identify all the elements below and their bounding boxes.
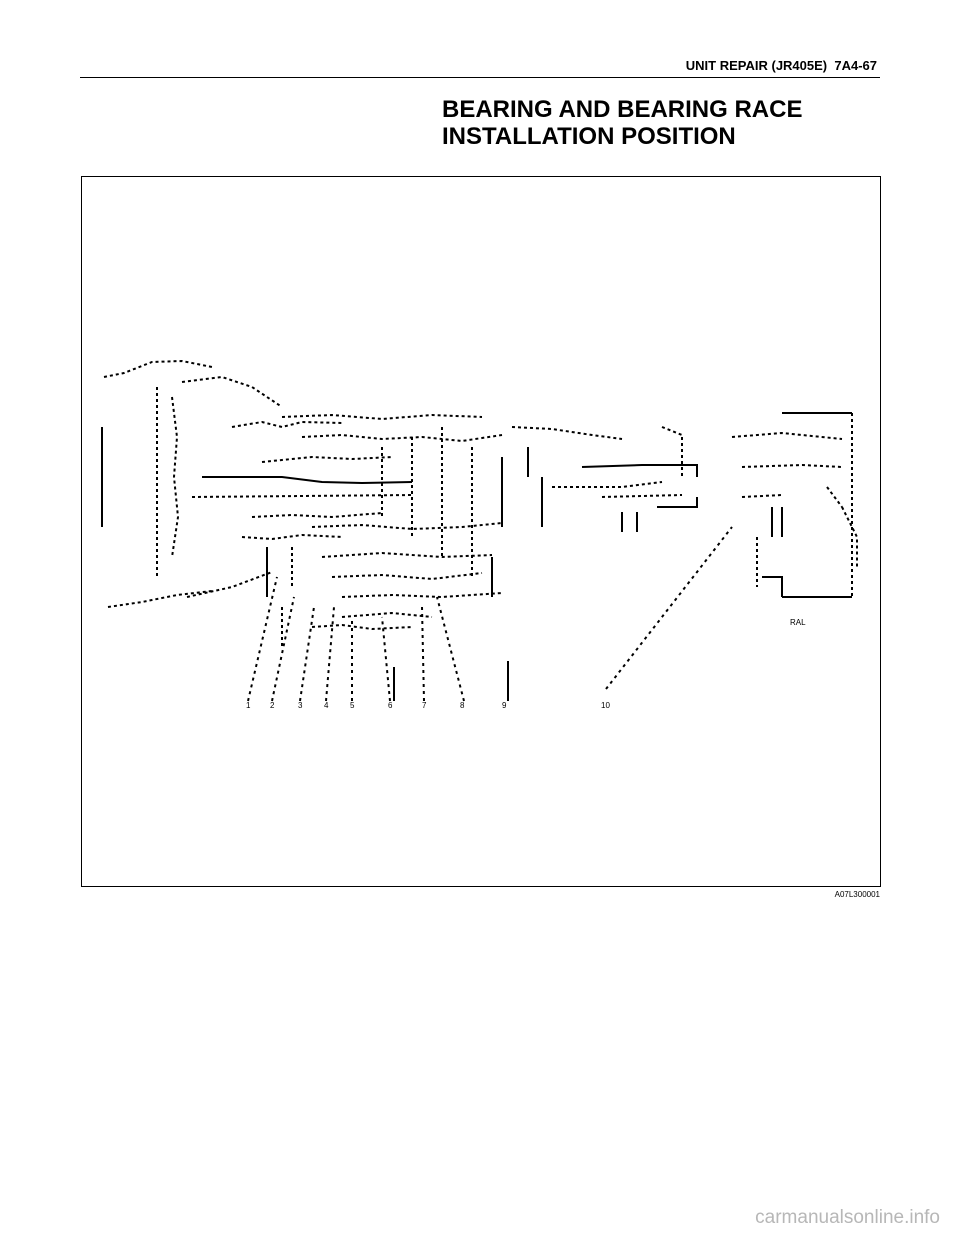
callout-group: 1 2 3 4 5 6 7 8 9 10 RAL	[246, 618, 806, 710]
leader-solid	[393, 661, 509, 701]
view-label: RAL	[790, 618, 806, 627]
diagram-frame: 1 2 3 4 5 6 7 8 9 10 RAL	[81, 176, 881, 887]
transmission-diagram: 1 2 3 4 5 6 7 8 9 10 RAL	[101, 359, 858, 710]
header-text: UNIT REPAIR (JR405E) 7A4-67	[685, 58, 877, 73]
callout-6: 6	[388, 701, 393, 710]
callout-10: 10	[601, 701, 610, 710]
callout-4: 4	[324, 701, 329, 710]
section-title: BEARING AND BEARING RACE INSTALLATION PO…	[442, 96, 872, 150]
watermark-text: carmanualsonline.info	[755, 1207, 940, 1228]
section-title-line1: BEARING AND BEARING RACE	[442, 96, 803, 123]
leader-lines	[247, 526, 733, 702]
section-title-line2: INSTALLATION POSITION	[442, 123, 736, 150]
diagram-linework	[101, 359, 858, 647]
callout-2: 2	[270, 701, 275, 710]
callout-3: 3	[298, 701, 303, 710]
callout-1: 1	[246, 701, 251, 710]
callout-8: 8	[460, 701, 465, 710]
callout-9: 9	[502, 701, 507, 710]
callout-7: 7	[422, 701, 427, 710]
figure-code: A07L300001	[834, 890, 880, 899]
callout-5: 5	[350, 701, 355, 710]
page-header: UNIT REPAIR (JR405E) 7A4-67	[80, 58, 880, 78]
